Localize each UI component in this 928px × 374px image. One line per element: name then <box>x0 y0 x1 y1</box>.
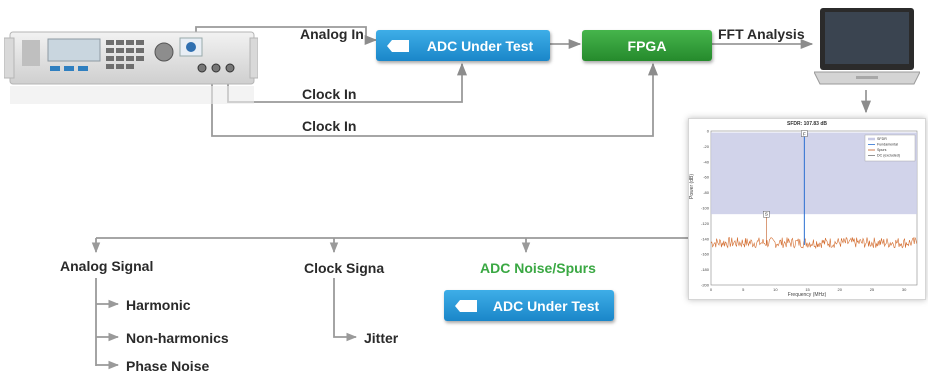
fft-ytick-label: -100 <box>701 206 710 211</box>
jitter-item: Jitter <box>364 330 399 346</box>
fft-legend-label: Fundamental <box>877 143 898 147</box>
fpga-box-label: FPGA <box>627 37 667 54</box>
adc-under-test-box: ADC Under Test <box>376 30 550 61</box>
clock-in-fpga-line <box>211 62 659 137</box>
fft-marker-s: S <box>765 212 768 217</box>
adc-chip-icon <box>387 39 409 52</box>
fft-legend-label: SFDR <box>877 137 887 141</box>
adc-chip-icon-2 <box>455 299 477 312</box>
fft-ytick-label: 0 <box>707 129 710 134</box>
fft-plot-xlabel: Frequency (MHz) <box>787 292 827 298</box>
fft-legend-label: DC (excluded) <box>877 154 900 158</box>
clock-signal-title: Clock Signa <box>304 260 385 276</box>
fft-xtick-label: 30 <box>902 287 907 292</box>
fft-xtick-label: 0 <box>710 287 713 292</box>
adc-box-label-2: ADC Under Test <box>492 297 600 314</box>
fft-plot-title: SFDR: 107.83 dB <box>786 121 827 127</box>
fft-ytick-label: -60 <box>703 175 710 180</box>
fft-ytick-label: -120 <box>701 221 710 226</box>
signal-generator-image <box>4 31 258 104</box>
clock-in-label-1: Clock In <box>302 86 357 102</box>
fft-noise-floor <box>710 236 917 250</box>
analog-in-label: Analog In <box>300 26 364 42</box>
adc-box-label: ADC Under Test <box>426 37 534 54</box>
fft-analysis-label: FFT Analysis <box>718 26 805 42</box>
fft-xtick-label: 25 <box>870 287 875 292</box>
adc-noise-title: ADC Noise/Spurs <box>480 260 596 276</box>
fft-marker-f-box <box>801 130 808 137</box>
adc-under-test-box-2: ADC Under Test <box>444 290 614 321</box>
fpga-box: FPGA <box>582 30 712 61</box>
fft-xtick-label: 5 <box>742 287 745 292</box>
fft-xtick-label: 20 <box>838 287 843 292</box>
fft-xtick-label: 15 <box>805 287 810 292</box>
fft-ytick-label: -80 <box>703 190 710 195</box>
laptop-icon <box>814 8 920 85</box>
clock-sub-line <box>333 278 358 342</box>
fft-ytick-label: -200 <box>701 283 710 288</box>
fft-xtick-label: 10 <box>773 287 778 292</box>
fft-ytick-label: -180 <box>701 267 710 272</box>
harmonic-item: Harmonic <box>126 297 191 313</box>
fft-marker-f: F <box>803 131 806 136</box>
fft-marker-s-box <box>763 211 770 218</box>
non-harmonics-item: Non-harmonics <box>126 330 229 346</box>
fft-legend-label: Spurs <box>877 148 887 152</box>
fft-plot-svg: FS0-20-40-60-80-100-120-140-160-180-2000… <box>701 129 918 292</box>
fft-ytick-label: -160 <box>701 252 710 257</box>
fft-ytick-label: -140 <box>701 236 710 241</box>
clock-in-label-2: Clock In <box>302 118 357 134</box>
phase-noise-item: Phase Noise <box>126 358 210 374</box>
fft-ytick-label: -40 <box>703 159 710 164</box>
analog-signal-title: Analog Signal <box>60 258 154 274</box>
fft-ytick-label: -20 <box>703 144 710 149</box>
